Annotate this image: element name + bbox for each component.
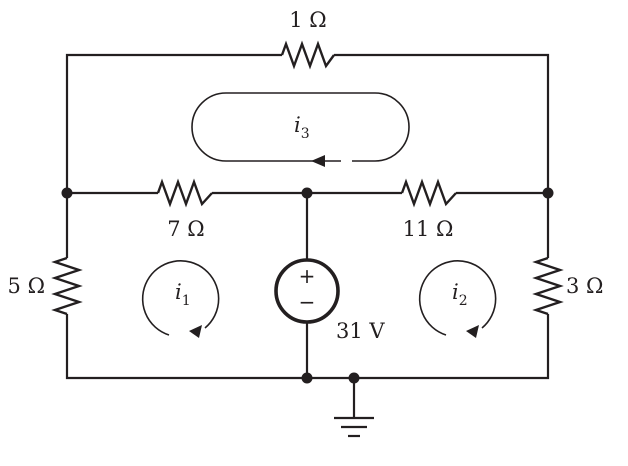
source-plus-sign: + (299, 264, 316, 288)
nodes (61, 187, 554, 384)
ground-icon (334, 416, 374, 438)
resistor-mid-left (156, 178, 213, 208)
label-mesh-i2: i2 (452, 280, 468, 309)
node-right (542, 187, 554, 199)
node-center (301, 187, 313, 199)
label-source-voltage: 31 V (336, 319, 385, 343)
source-minus-sign: − (299, 290, 316, 314)
wire-top-left (65, 53, 282, 193)
resistor-right (532, 256, 564, 316)
wire-right-lower (307, 314, 550, 380)
resistor-top (280, 40, 335, 70)
mesh-loop-i1 (141, 260, 220, 336)
mesh-loop-i2 (418, 260, 497, 336)
wires (65, 53, 550, 418)
resistor-left (51, 256, 83, 316)
resistor-mid-right (400, 178, 457, 208)
label-mesh-i1: i1 (175, 280, 191, 309)
mesh-loop-i3 (191, 92, 410, 162)
node-bottom (301, 372, 313, 384)
label-resistor-mid-left: 7 Ω (167, 217, 204, 241)
wire-top-right (334, 53, 550, 193)
label-resistor-mid-right: 11 Ω (403, 217, 454, 241)
label-resistor-left: 5 Ω (8, 274, 45, 298)
node-ground (348, 372, 360, 384)
mesh-arrow-i2 (466, 325, 479, 338)
wire-left-lower (65, 314, 307, 380)
mesh-arrow-i3 (311, 155, 325, 167)
mesh-arrow-i1 (189, 325, 202, 338)
node-left (61, 187, 73, 199)
label-resistor-right: 3 Ω (566, 274, 603, 298)
voltage-source (274, 258, 340, 324)
label-resistor-top: 1 Ω (289, 8, 326, 32)
label-mesh-i3: i3 (294, 113, 310, 142)
